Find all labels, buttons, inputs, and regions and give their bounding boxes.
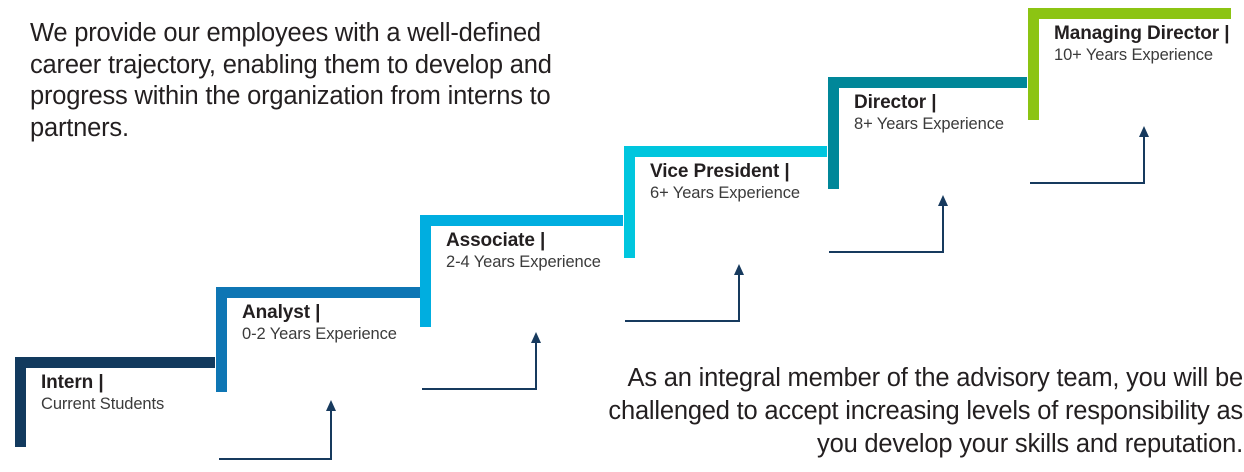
arrow-horizontal-segment: [219, 458, 332, 460]
arrow-head-icon: [938, 195, 948, 206]
step-subtitle-associate: 2-4 Years Experience: [446, 253, 601, 271]
closing-paragraph: As an integral member of the advisory te…: [608, 364, 1243, 458]
step-title-intern: Intern |: [41, 372, 104, 393]
arrow-vertical-segment: [535, 342, 537, 390]
step-bar-left-director: [828, 77, 839, 189]
step-bar-top-associate: [420, 215, 623, 226]
step-bar-top-director: [828, 77, 1027, 88]
connector-arrow-director-to-managing-director: [1030, 124, 1152, 194]
arrow-vertical-segment: [330, 410, 332, 460]
career-step-vice-president: Vice President | 6+ Years Experience: [624, 146, 827, 258]
career-step-intern: Intern | Current Students: [15, 357, 215, 447]
step-bar-top-vice-president: [624, 146, 827, 157]
step-text-associate: Associate | 2-4 Years Experience: [446, 229, 601, 273]
arrow-horizontal-segment: [1030, 182, 1145, 184]
arrow-vertical-segment: [738, 274, 740, 322]
step-text-analyst: Analyst | 0-2 Years Experience: [242, 301, 397, 345]
step-title-analyst: Analyst |: [242, 302, 321, 323]
step-bar-top-managing-director: [1028, 8, 1231, 19]
step-subtitle-vice-president: 6+ Years Experience: [650, 184, 800, 202]
step-text-managing-director: Managing Director | 10+ Years Experience: [1054, 22, 1230, 66]
arrow-head-icon: [734, 264, 744, 275]
arrow-horizontal-segment: [829, 251, 944, 253]
intro-paragraph: We provide our employees with a well-def…: [30, 19, 552, 142]
step-title-vice-president: Vice President |: [650, 161, 790, 182]
connector-arrow-intern-to-analyst: [219, 398, 339, 472]
step-bar-left-associate: [420, 215, 431, 327]
step-bar-top-intern: [15, 357, 215, 368]
step-bar-top-analyst: [216, 287, 420, 298]
arrow-head-icon: [326, 400, 336, 411]
step-title-director: Director |: [854, 92, 937, 113]
step-subtitle-managing-director: 10+ Years Experience: [1054, 46, 1213, 64]
step-subtitle-analyst: 0-2 Years Experience: [242, 325, 397, 343]
arrow-vertical-segment: [1143, 136, 1145, 184]
arrow-head-icon: [1139, 126, 1149, 137]
step-title-associate: Associate |: [446, 230, 546, 251]
career-step-associate: Associate | 2-4 Years Experience: [420, 215, 623, 327]
step-text-director: Director | 8+ Years Experience: [854, 91, 1004, 135]
career-step-analyst: Analyst | 0-2 Years Experience: [216, 287, 420, 392]
step-title-managing-director: Managing Director |: [1054, 23, 1230, 44]
arrow-horizontal-segment: [625, 320, 740, 322]
step-bar-left-analyst: [216, 287, 227, 392]
step-bar-left-vice-president: [624, 146, 635, 258]
arrow-head-icon: [531, 332, 541, 343]
step-bar-left-intern: [15, 357, 26, 447]
arrow-horizontal-segment: [422, 388, 537, 390]
connector-arrow-associate-to-vice-president: [625, 262, 747, 332]
step-subtitle-director: 8+ Years Experience: [854, 115, 1004, 133]
step-bar-left-managing-director: [1028, 8, 1039, 120]
step-text-intern: Intern | Current Students: [41, 371, 164, 415]
connector-arrow-vice-president-to-director: [829, 193, 951, 263]
career-step-managing-director: Managing Director | 10+ Years Experience: [1028, 8, 1231, 120]
step-text-vice-president: Vice President | 6+ Years Experience: [650, 160, 800, 204]
career-step-director: Director | 8+ Years Experience: [828, 77, 1027, 189]
connector-arrow-analyst-to-associate: [422, 330, 544, 400]
arrow-vertical-segment: [942, 205, 944, 253]
step-subtitle-intern: Current Students: [41, 395, 165, 413]
